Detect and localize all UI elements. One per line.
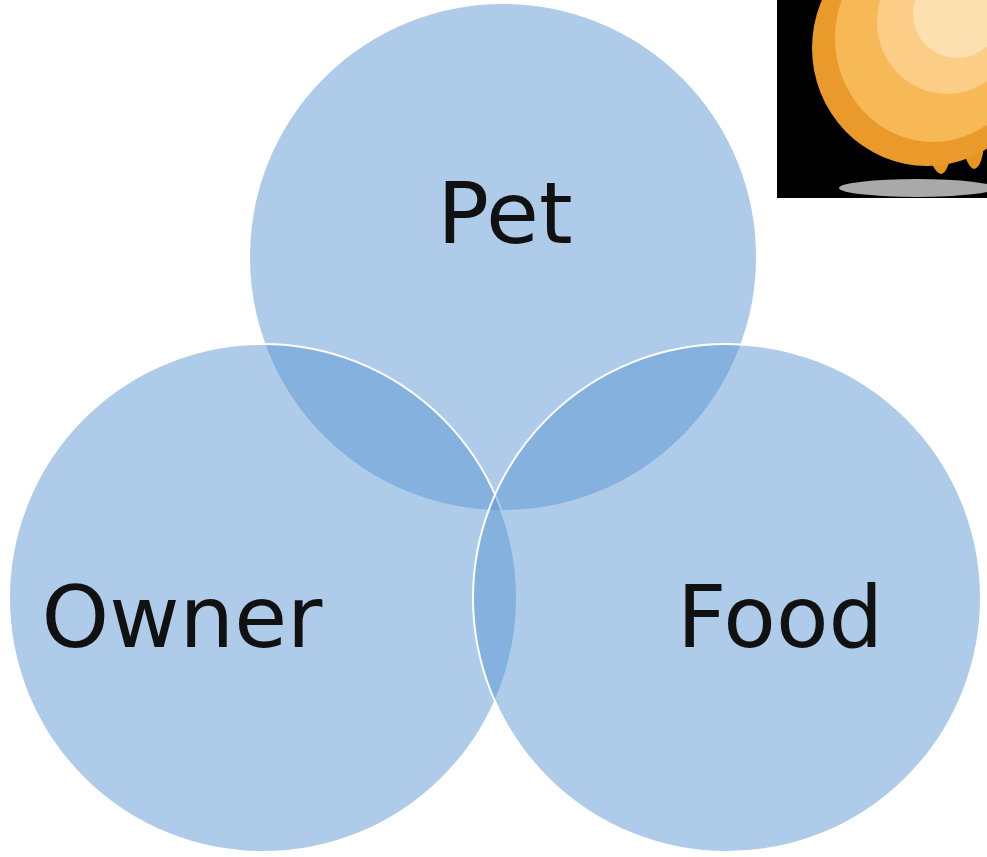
circle-fill xyxy=(9,344,517,852)
circle-fill xyxy=(473,344,981,852)
circle-label: Pet xyxy=(437,170,572,256)
venn-circle: Food xyxy=(472,343,982,853)
venn-circle: Owner xyxy=(8,343,518,853)
cartoon-illustration xyxy=(777,0,987,198)
circle-label: Owner xyxy=(42,574,323,660)
circle-label: Food xyxy=(677,574,883,660)
